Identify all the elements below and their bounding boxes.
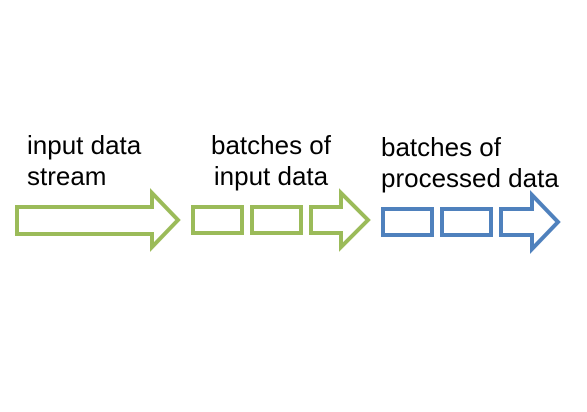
processed-batches-label-line-2: processed data — [381, 163, 559, 193]
processed-batches-label: batches of processed data — [381, 132, 559, 194]
processed-batches-label-line-1: batches of — [381, 132, 501, 162]
input-stream-label: input data stream — [27, 130, 141, 192]
input-batches-label-line-2: input data — [213, 161, 329, 191]
input-batches-label: batches of input data — [211, 130, 331, 192]
processed-batch-1 — [381, 207, 434, 237]
input-stream-arrow — [15, 188, 181, 252]
input-stream-label-line-2: stream — [27, 161, 107, 191]
input-batch-2 — [250, 205, 303, 235]
input-batch-arrow — [309, 188, 371, 252]
processed-batch-arrow — [499, 190, 561, 254]
input-batch-1 — [191, 205, 244, 235]
processed-batch-2 — [440, 207, 493, 237]
input-stream-label-line-1: input data — [27, 130, 142, 160]
input-batches-label-line-1: batches of — [211, 130, 331, 160]
